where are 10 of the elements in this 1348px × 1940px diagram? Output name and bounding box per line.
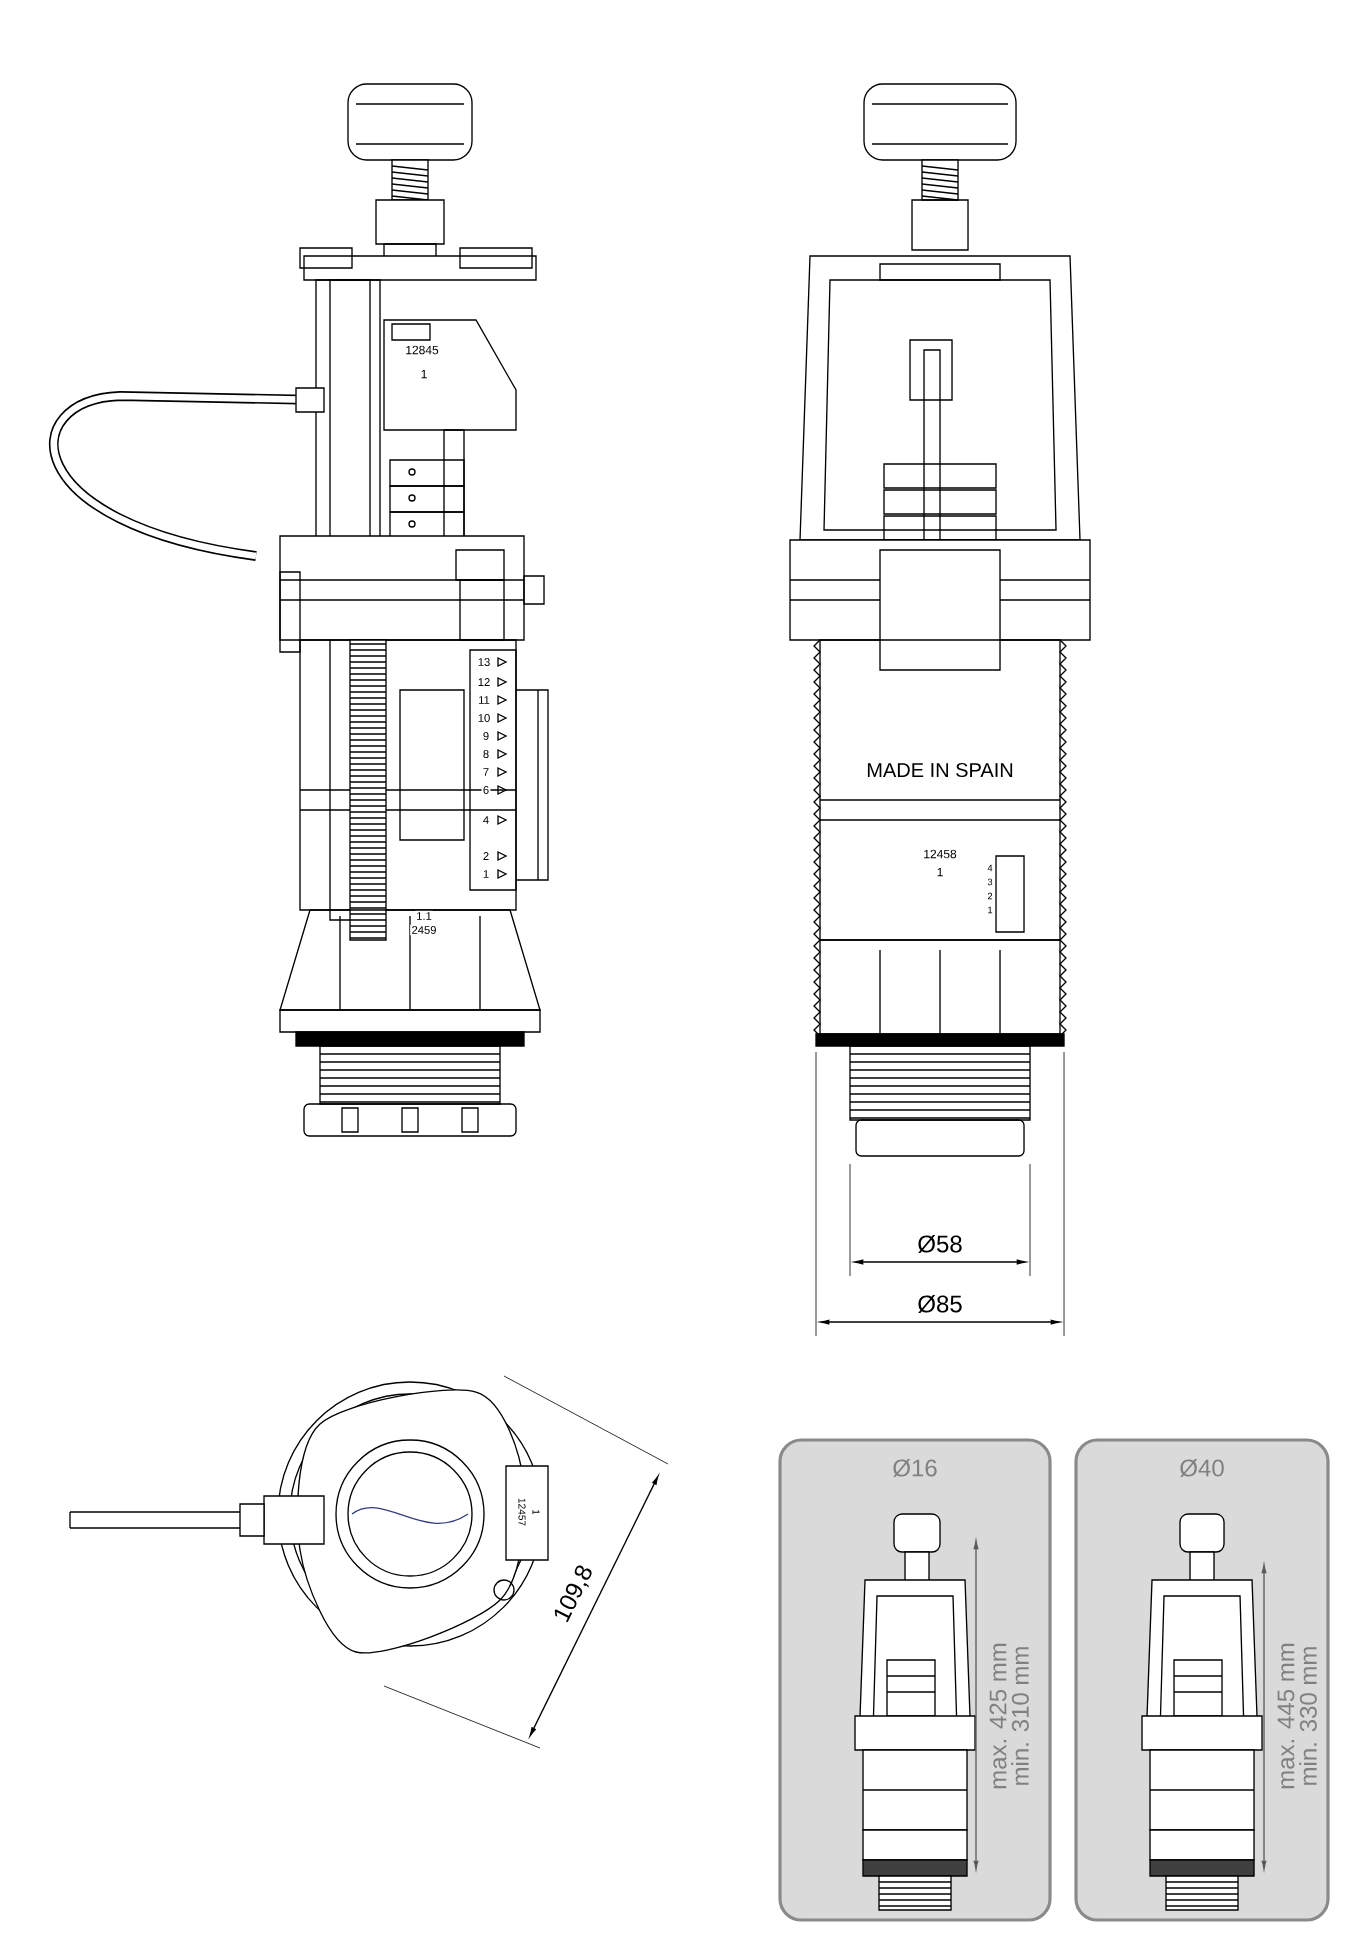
height-label: max. 425 mm <box>989 1643 1007 1789</box>
dimension-label: Ø58 <box>916 1233 965 1255</box>
height-label: max. 445 mm <box>1277 1643 1295 1789</box>
height-label: min. 310 mm <box>1011 1647 1029 1785</box>
dimension-label: 109,8 <box>550 1560 599 1628</box>
diameter-label: Ø40 <box>1180 1459 1224 1477</box>
dimension-label: Ø85 <box>916 1293 965 1315</box>
height-label: min. 330 mm <box>1299 1647 1317 1785</box>
embossed-text: MADE IN SPAIN <box>864 761 1016 779</box>
diameter-label: Ø16 <box>893 1459 937 1477</box>
